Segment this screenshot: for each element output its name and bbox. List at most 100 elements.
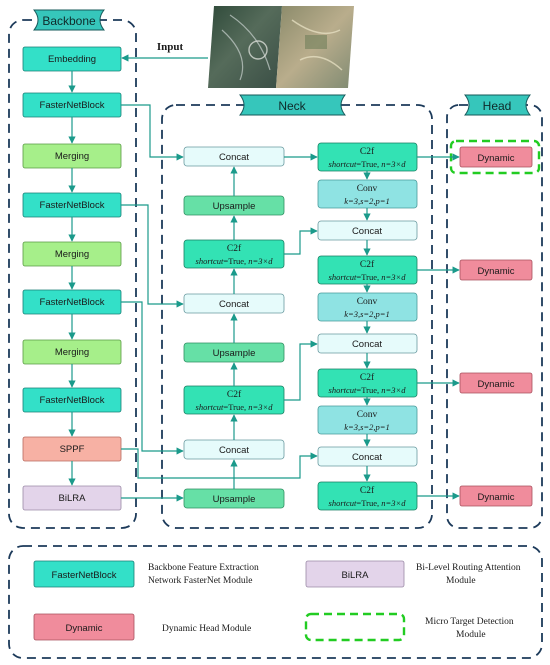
svg-text:Concat: Concat: [352, 452, 382, 463]
neck-c2f-right-3: C2f shortcut=True, n=3×d: [317, 368, 418, 398]
legend-fasternet: FasterNetBlock Backbone Feature Extracti…: [33, 560, 259, 588]
head-tab: Head: [463, 94, 532, 116]
svg-text:Bi-Level Routing Attention: Bi-Level Routing Attention: [416, 563, 521, 573]
neck-c2f-right-4: C2f shortcut=True, n=3×d: [317, 481, 418, 511]
backbone-fasternet-2: FasterNetBlock: [22, 192, 122, 218]
backbone-merging-3: Merging: [22, 339, 122, 365]
head-dynamic-4: Dynamic: [459, 485, 533, 507]
svg-text:Dynamic: Dynamic: [478, 266, 515, 277]
svg-text:BiLRA: BiLRA: [59, 493, 87, 504]
svg-text:C2f: C2f: [227, 389, 242, 400]
svg-text:FasterNetBlock: FasterNetBlock: [40, 297, 105, 308]
head-dynamic-3: Dynamic: [459, 372, 533, 394]
head-dynamic-2: Dynamic: [459, 259, 533, 281]
neck-tab: Neck: [238, 94, 347, 116]
svg-text:Upsample: Upsample: [213, 494, 256, 505]
svg-text:k=3,s=2,p=1: k=3,s=2,p=1: [344, 196, 390, 206]
svg-text:C2f: C2f: [360, 146, 375, 157]
svg-text:Conv: Conv: [357, 297, 378, 307]
svg-text:Micro Target Detection: Micro Target Detection: [425, 617, 514, 627]
head-title: Head: [483, 99, 512, 113]
svg-text:Embedding: Embedding: [48, 54, 96, 65]
neck-c2f-left-2: C2f shortcut=True, n=3×d: [183, 385, 285, 415]
svg-text:Concat: Concat: [219, 445, 249, 456]
neck-title: Neck: [278, 99, 306, 113]
neck-c2f-right-1: C2f shortcut=True, n=3×d: [317, 142, 418, 172]
neck-concat-3: Concat: [183, 439, 285, 460]
svg-text:C2f: C2f: [360, 372, 375, 383]
svg-text:Concat: Concat: [219, 299, 249, 310]
neck-c2f-left-1: C2f shortcut=True, n=3×d: [183, 239, 285, 269]
svg-text:Merging: Merging: [55, 249, 89, 260]
svg-text:shortcut=True, n=3×d: shortcut=True, n=3×d: [329, 159, 407, 169]
backbone-tab: Backbone: [32, 9, 106, 31]
neck-conv-1: Conv k=3,s=2,p=1: [317, 179, 418, 209]
neck-upsample-2: Upsample: [183, 342, 285, 363]
svg-text:k=3,s=2,p=1: k=3,s=2,p=1: [344, 309, 390, 319]
svg-text:Network FasterNet Module: Network FasterNet Module: [148, 576, 252, 586]
svg-text:Conv: Conv: [357, 184, 378, 194]
svg-text:shortcut=True, n=3×d: shortcut=True, n=3×d: [329, 498, 407, 508]
svg-text:Module: Module: [446, 576, 476, 586]
legend-frame: [8, 545, 543, 659]
neck-concat-6: Concat: [317, 446, 418, 467]
svg-text:Dynamic: Dynamic: [478, 153, 515, 164]
backbone-fasternet-3: FasterNetBlock: [22, 289, 122, 315]
svg-text:C2f: C2f: [360, 485, 375, 496]
svg-text:Conv: Conv: [357, 410, 378, 420]
svg-text:FasterNetBlock: FasterNetBlock: [40, 100, 105, 111]
svg-text:Concat: Concat: [352, 226, 382, 237]
neck-c2f-right-2: C2f shortcut=True, n=3×d: [317, 255, 418, 285]
head-dynamic-1: Dynamic: [459, 146, 533, 168]
svg-text:C2f: C2f: [360, 259, 375, 270]
backbone-fasternet-4: FasterNetBlock: [22, 387, 122, 413]
legend-bilra: BiLRA Bi-Level Routing Attention Module: [305, 560, 521, 588]
svg-text:Dynamic: Dynamic: [478, 492, 515, 503]
svg-text:shortcut=True, n=3×d: shortcut=True, n=3×d: [329, 385, 407, 395]
svg-text:Merging: Merging: [55, 347, 89, 358]
backbone-bilra: BiLRA: [22, 485, 122, 511]
svg-text:Upsample: Upsample: [213, 348, 256, 359]
svg-text:shortcut=True, n=3×d: shortcut=True, n=3×d: [196, 402, 274, 412]
svg-text:Backbone Feature Extraction: Backbone Feature Extraction: [148, 563, 259, 573]
backbone-sppf: SPPF: [22, 436, 122, 462]
input-label: Input: [157, 41, 184, 53]
legend-micro-target: Micro Target Detection Module: [304, 612, 514, 642]
backbone-fasternet-1: FasterNetBlock: [22, 92, 122, 118]
neck-conv-2: Conv k=3,s=2,p=1: [317, 292, 418, 322]
svg-text:shortcut=True, n=3×d: shortcut=True, n=3×d: [196, 256, 274, 266]
svg-text:FasterNetBlock: FasterNetBlock: [40, 200, 105, 211]
svg-text:Dynamic: Dynamic: [478, 379, 515, 390]
neck-conv-3: Conv k=3,s=2,p=1: [317, 405, 418, 435]
svg-text:Concat: Concat: [352, 339, 382, 350]
backbone-merging-1: Merging: [22, 143, 122, 169]
svg-text:BiLRA: BiLRA: [342, 570, 370, 581]
svg-text:k=3,s=2,p=1: k=3,s=2,p=1: [344, 422, 390, 432]
svg-text:Concat: Concat: [219, 152, 249, 163]
svg-text:Merging: Merging: [55, 151, 89, 162]
neck-upsample-1: Upsample: [183, 195, 285, 216]
backbone-embedding: Embedding: [22, 46, 122, 72]
neck-connection-arrows: [121, 104, 460, 502]
neck-concat-2: Concat: [183, 293, 285, 314]
backbone-flow-arrows: [68, 54, 208, 486]
backbone-title: Backbone: [42, 14, 96, 28]
neck-upsample-3: Upsample: [183, 488, 285, 509]
svg-text:Dynamic Head Module: Dynamic Head Module: [162, 624, 251, 634]
svg-text:SPPF: SPPF: [60, 444, 85, 455]
svg-text:Upsample: Upsample: [213, 201, 256, 212]
legend-dynamic: Dynamic Dynamic Head Module: [33, 613, 251, 641]
backbone-merging-2: Merging: [22, 241, 122, 267]
neck-concat-4: Concat: [317, 220, 418, 241]
neck-concat-1: Concat: [183, 146, 285, 167]
svg-text:Module: Module: [456, 630, 486, 640]
svg-text:FasterNetBlock: FasterNetBlock: [52, 570, 117, 581]
head-frame: [446, 104, 543, 529]
svg-text:shortcut=True, n=3×d: shortcut=True, n=3×d: [329, 272, 407, 282]
svg-text:Dynamic: Dynamic: [66, 623, 103, 634]
svg-text:C2f: C2f: [227, 243, 242, 254]
input-image: [208, 6, 354, 88]
neck-concat-5: Concat: [317, 333, 418, 354]
svg-text:FasterNetBlock: FasterNetBlock: [40, 395, 105, 406]
